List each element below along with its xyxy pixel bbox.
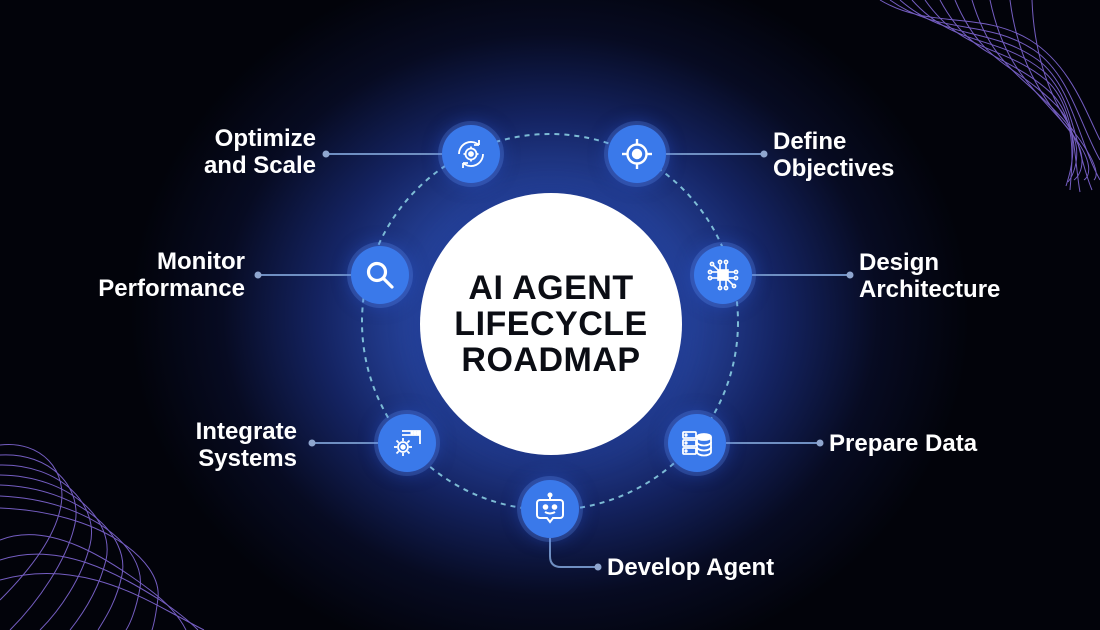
step-label-define: Define Objectives xyxy=(773,128,894,182)
step-label-optimize-line-2: and Scale xyxy=(203,152,316,179)
gear-cycle-icon xyxy=(458,140,484,168)
center-title: AI AGENT LIFECYCLE ROADMAP xyxy=(420,193,682,455)
step-label-design: Design Architecture xyxy=(859,249,1000,303)
step-label-develop-line-1: Develop Agent xyxy=(607,554,775,581)
chip-network-icon xyxy=(707,259,739,291)
step-node-design xyxy=(694,246,752,304)
step-label-design-line-2: Architecture xyxy=(859,276,1001,303)
step-node-monitor xyxy=(351,246,409,304)
robot-chat-icon xyxy=(536,492,564,524)
step-label-define-line-2: Objectives xyxy=(773,155,895,182)
step-label-develop: Develop Agent xyxy=(607,554,774,581)
step-label-design-line-1: Design xyxy=(859,249,940,276)
gear-window-icon xyxy=(394,430,421,456)
database-server-icon xyxy=(682,431,712,457)
step-label-define-line-1: Define xyxy=(773,128,847,155)
step-label-integrate: Integrate Systems xyxy=(196,418,297,472)
step-label-optimize-line-1: Optimize xyxy=(214,125,316,152)
step-label-integrate-line-1: Integrate xyxy=(195,418,297,445)
connector-dots xyxy=(254,150,854,571)
step-node-develop xyxy=(521,480,579,538)
step-label-prepare: Prepare Data xyxy=(829,430,977,457)
step-label-monitor-line-2: Performance xyxy=(98,275,245,302)
wave-decoration-top-right xyxy=(879,0,1100,193)
step-label-prepare-line-1: Prepare Data xyxy=(829,430,978,457)
step-label-optimize: Optimize and Scale xyxy=(204,125,316,179)
step-node-prepare xyxy=(668,414,726,472)
step-node-integrate xyxy=(378,414,436,472)
center-title-line-1: AI AGENT xyxy=(468,269,634,307)
center-title-line-2: LIFECYCLE xyxy=(454,305,648,343)
step-node-define xyxy=(608,125,666,183)
step-label-monitor: Monitor Performance xyxy=(98,248,245,302)
step-node-optimize xyxy=(442,125,500,183)
step-label-monitor-line-1: Monitor xyxy=(157,248,245,275)
connector-lines xyxy=(258,153,850,568)
wave-decoration-bottom-left xyxy=(0,443,205,630)
lifecycle-ring xyxy=(361,133,739,511)
target-icon xyxy=(622,139,652,169)
magnifier-icon xyxy=(366,261,394,289)
step-label-integrate-line-2: Systems xyxy=(198,445,297,472)
center-title-line-3: ROADMAP xyxy=(461,341,641,379)
